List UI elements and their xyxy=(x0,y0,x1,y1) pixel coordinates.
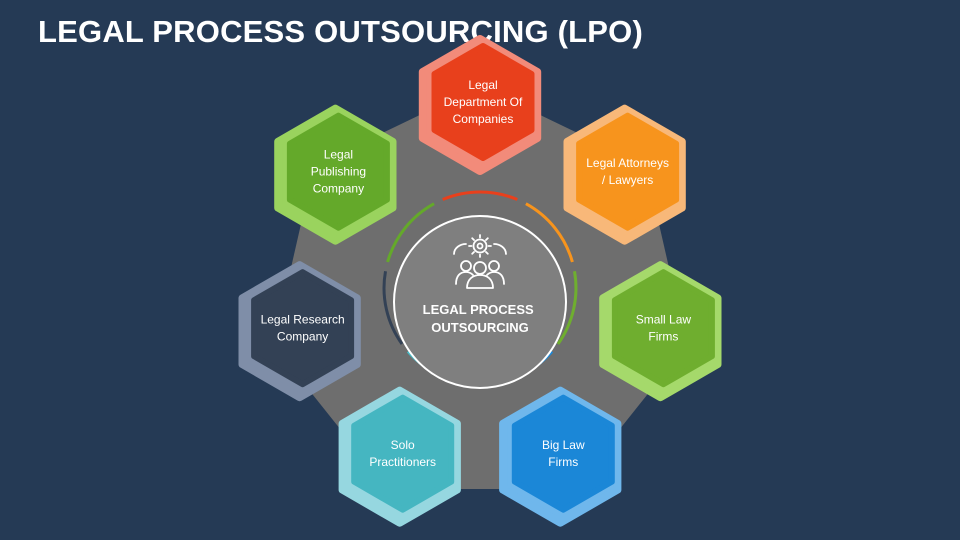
ring-segment xyxy=(525,202,574,263)
center-label-line-2: OUTSOURCING xyxy=(431,320,529,335)
node-label-line: / Lawyers xyxy=(602,173,653,187)
node-label-line: Department Of xyxy=(444,95,523,109)
node-label-line: Small Law xyxy=(636,313,692,327)
node-label-line: Publishing xyxy=(311,165,366,179)
node-label-line: Legal xyxy=(468,78,497,92)
node-label-line: Legal Research xyxy=(261,313,345,327)
ring-segment xyxy=(556,271,578,345)
node-label-line: Firms xyxy=(648,330,678,344)
node-inner-hexagon xyxy=(251,269,355,388)
node-inner-hexagon xyxy=(511,394,615,513)
node-inner-hexagon xyxy=(576,112,680,231)
node-inner-hexagon xyxy=(286,112,390,231)
node-label-line: Legal xyxy=(324,148,353,162)
center-label: LEGAL PROCESS OUTSOURCING xyxy=(423,302,538,335)
node-inner-hexagon xyxy=(431,43,535,161)
node-label: Legal Attorneys / Lawyers xyxy=(586,156,669,187)
team-gear-icon xyxy=(453,234,507,289)
node-label-line: Practitioners xyxy=(369,455,436,469)
center-label-line-1: LEGAL PROCESS xyxy=(423,302,534,317)
node-inner-hexagon xyxy=(351,394,455,513)
node-label-line: Legal Attorneys xyxy=(586,156,669,170)
ring-segment xyxy=(442,190,518,201)
node-label-line: Company xyxy=(277,330,328,344)
node-label-line: Company xyxy=(313,182,364,196)
node-legal-attorneys: Legal Attorneys / Lawyers xyxy=(563,104,686,245)
node-label-line: Companies xyxy=(453,112,514,126)
ring-segment xyxy=(382,271,404,345)
node-label-line: Big Law xyxy=(542,438,585,452)
ring-segment xyxy=(386,202,435,263)
page-title: LEGAL PROCESS OUTSOURCING (LPO) xyxy=(38,14,643,49)
node-label-line: Firms xyxy=(548,455,578,469)
node-inner-hexagon xyxy=(611,269,715,388)
center-circle xyxy=(393,215,567,389)
node-label-line: Solo xyxy=(391,438,415,452)
